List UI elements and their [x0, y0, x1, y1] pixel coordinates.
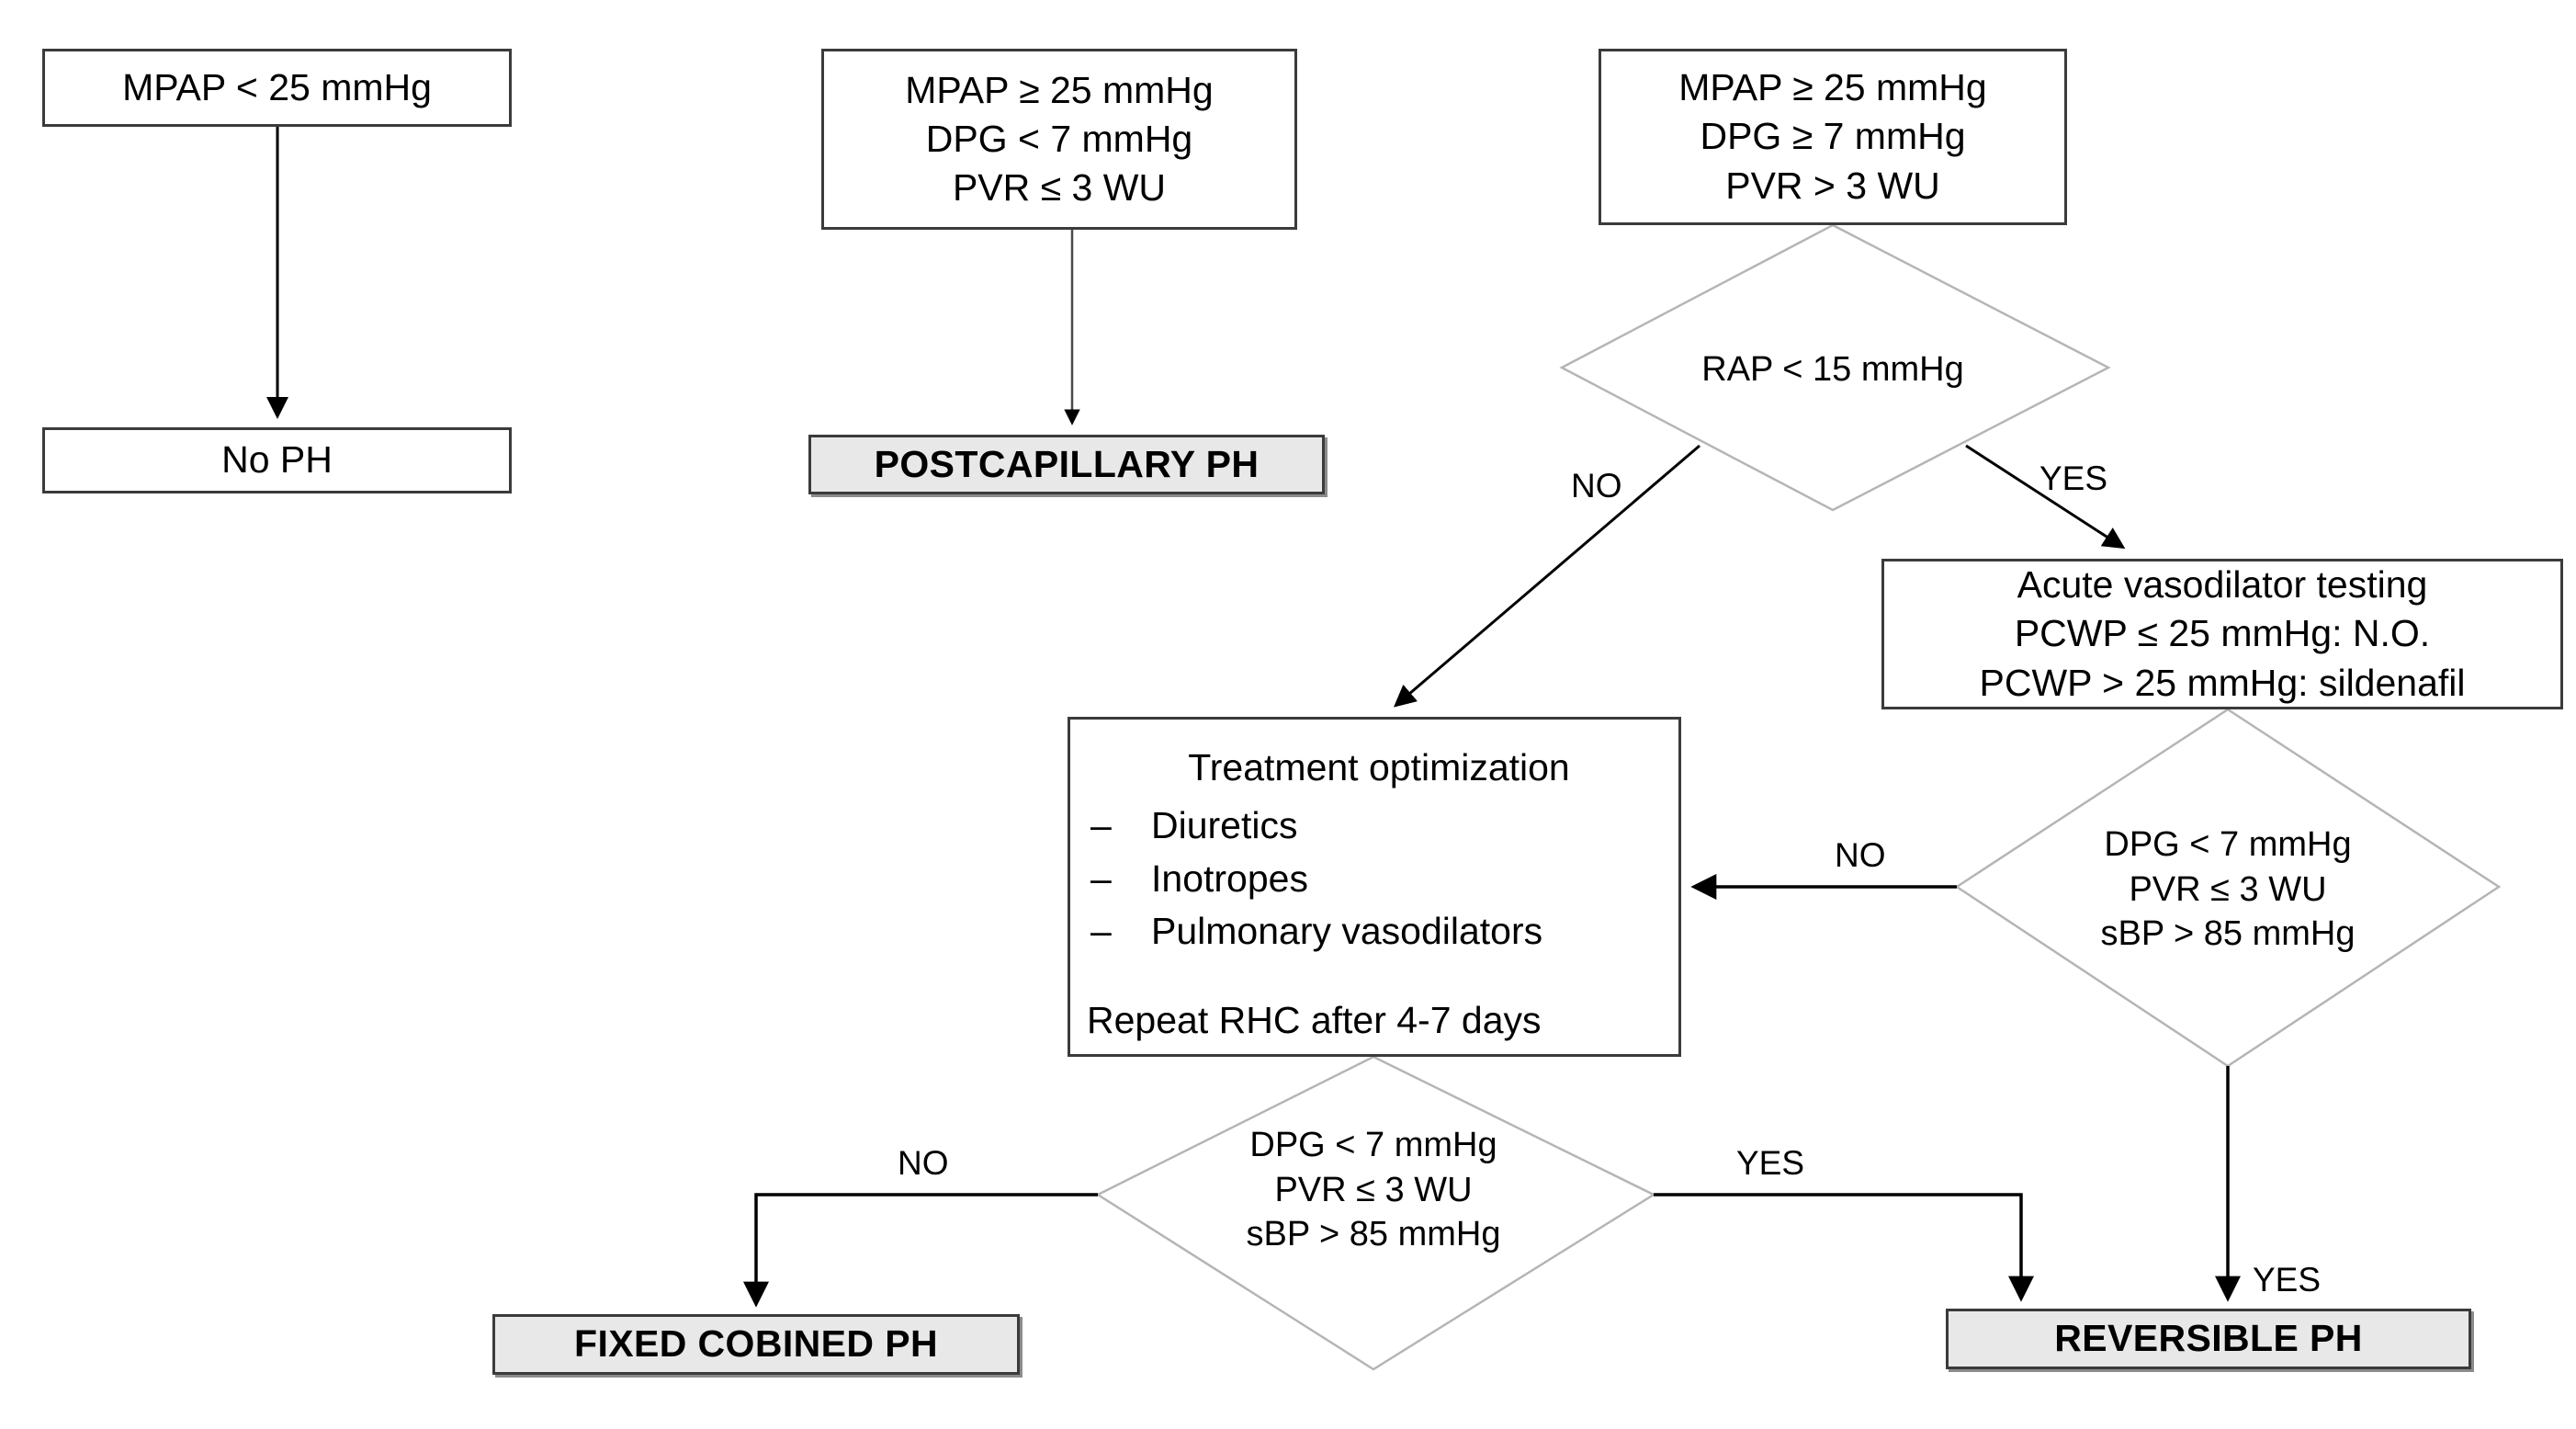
node-reassess-bottom-line-2: PVR ≤ 3 WU [1274, 1170, 1473, 1209]
node-postcap-criteria-line-1: MPAP ≥ 25 mmHg [905, 68, 1214, 111]
node-fixed-combined-ph-label: FIXED COBINED PH [574, 1322, 938, 1366]
node-vasodilator-testing-line-3: PCWP > 25 mmHg: sildenafil [1979, 661, 2466, 704]
node-precap-criteria-line-2: DPG ≥ 7 mmHg [1700, 115, 1966, 158]
treatment-bullet-label: Pulmonary vasodilators [1151, 909, 1543, 952]
node-vasodilator-testing[interactable]: Acute vasodilator testing PCWP ≤ 25 mmHg… [1881, 559, 2563, 709]
list-item: – Pulmonary vasodilators [1087, 907, 1662, 956]
node-postcap-criteria[interactable]: MPAP ≥ 25 mmHg DPG < 7 mmHg PVR ≤ 3 WU [821, 49, 1297, 230]
node-reassess-right-line-2: PVR ≤ 3 WU [2129, 869, 2327, 909]
node-precap-criteria-line-1: MPAP ≥ 25 mmHg [1678, 66, 1987, 109]
node-precap-criteria[interactable]: MPAP ≥ 25 mmHg DPG ≥ 7 mmHg PVR > 3 WU [1599, 49, 2067, 225]
node-vasodilator-testing-line-1: Acute vasodilator testing [2017, 563, 2428, 607]
dash-icon: – [1090, 856, 1112, 900]
edge-label-right-no: NO [1835, 836, 1886, 874]
edge-bottom-yes-to-reversible [1654, 1193, 2034, 1302]
edge-label-rap-yes: YES [2039, 459, 2108, 497]
edge-label-bottom-yes: YES [1736, 1144, 1805, 1182]
treatment-bullet-list: – Diuretics – Inotropes – Pulmonary vaso… [1087, 798, 1662, 959]
edge-label-right-yes: YES [2253, 1261, 2322, 1299]
node-no-ph-line-1: No PH [221, 438, 333, 482]
node-reversible-ph[interactable]: REVERSIBLE PH [1946, 1309, 2471, 1369]
edge-label-rap-no: NO [1571, 467, 1622, 505]
node-postcapillary-ph-label: POSTCAPILLARY PH [874, 442, 1260, 485]
node-rap-decision-line-1: RAP < 15 mmHg [1701, 350, 1964, 389]
treatment-bullet-label: Diuretics [1151, 804, 1298, 847]
node-treatment-optimization[interactable]: Treatment optimization – Diuretics – Ino… [1068, 717, 1681, 1057]
treatment-bullet-label: Inotropes [1151, 856, 1308, 900]
node-reassess-right-line-3: sBP > 85 mmHg [2100, 914, 2356, 954]
list-item: – Inotropes [1087, 855, 1662, 903]
node-postcapillary-ph[interactable]: POSTCAPILLARY PH [808, 435, 1325, 494]
node-mpap-low-line-1: MPAP < 25 mmHg [122, 65, 432, 108]
treatment-title: Treatment optimization [1188, 746, 1570, 788]
node-precap-criteria-line-3: PVR > 3 WU [1725, 164, 1940, 207]
node-reassess-bottom-line-3: sBP > 85 mmHg [1246, 1215, 1501, 1254]
edge-label-bottom-no: NO [898, 1144, 949, 1182]
node-vasodilator-testing-line-2: PCWP ≤ 25 mmHg: N.O. [2014, 612, 2431, 655]
dash-icon: – [1090, 804, 1112, 847]
node-mpap-low[interactable]: MPAP < 25 mmHg [42, 49, 512, 127]
edge-bottom-no-to-fixed [743, 1193, 1098, 1308]
node-reassess-right-label[interactable]: DPG < 7 mmHg PVR ≤ 3 WU sBP > 85 mmHg [1957, 822, 2499, 957]
node-no-ph[interactable]: No PH [42, 427, 512, 493]
node-reassess-bottom-label[interactable]: DPG < 7 mmHg PVR ≤ 3 WU sBP > 85 mmHg [1098, 1123, 1649, 1257]
node-postcap-criteria-line-3: PVR ≤ 3 WU [952, 166, 1167, 210]
node-rap-decision-label[interactable]: RAP < 15 mmHg [1562, 347, 2104, 392]
node-fixed-combined-ph[interactable]: FIXED COBINED PH [492, 1314, 1020, 1375]
treatment-footer: Repeat RHC after 4-7 days [1087, 999, 1542, 1042]
node-postcap-criteria-line-2: DPG < 7 mmHg [925, 117, 1193, 160]
node-reassess-right-line-1: DPG < 7 mmHg [2104, 825, 2352, 864]
node-reversible-ph-label: REVERSIBLE PH [2054, 1317, 2363, 1360]
node-reassess-bottom-line-1: DPG < 7 mmHg [1249, 1126, 1497, 1164]
dash-icon: – [1090, 909, 1112, 952]
edge-rap-no-to-treatment [1393, 444, 1700, 708]
list-item: – Diuretics [1087, 801, 1662, 850]
